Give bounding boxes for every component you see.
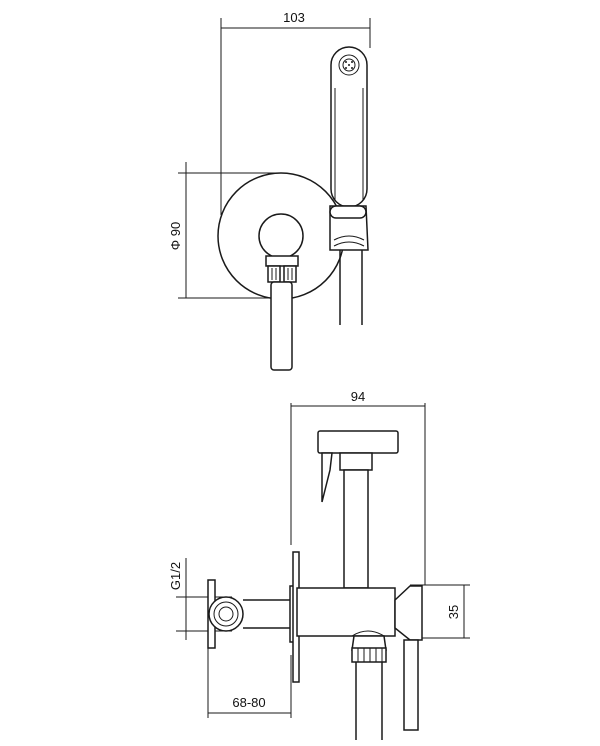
valve-lever-top [270,281,293,371]
valve-knob [258,213,304,259]
dim-top-width: 103 [220,10,371,215]
dim-bottom-width-label: 94 [351,389,365,404]
dim-wall-depth-label: 68-80 [232,695,265,710]
outlet-fittings [265,255,299,283]
hose-connector-side [351,635,387,740]
dim-top-width-label: 103 [283,10,305,25]
inlet-connector [208,596,244,632]
dim-bottom-width: 94 [290,389,426,585]
dim-top-diameter-label: Φ 90 [168,222,183,250]
holder-hose [339,250,363,325]
shower-holder [329,205,369,251]
mixer-body-shank [243,599,290,629]
hand-shower-side [317,430,399,589]
dim-bottom-height-label: 35 [446,605,461,619]
valve-lever-side [394,585,423,731]
dim-thread-label: G1/2 [168,562,183,590]
hand-shower-top [330,46,368,208]
bottom-view: 94 35 G1/2 68-80 [168,389,470,740]
top-view: 103 Φ 90 [168,10,371,371]
mixer-body [296,587,396,637]
dim-wall-depth: 68-80 [207,640,292,718]
